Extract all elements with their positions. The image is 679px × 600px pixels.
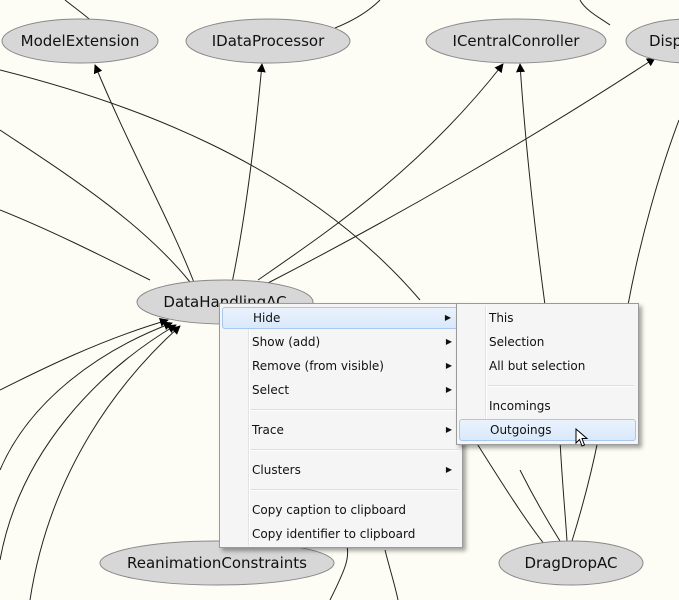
menu-item-copy-caption[interactable]: Copy caption to clipboard — [222, 499, 460, 521]
menu-item-label: Copy caption to clipboard — [252, 503, 407, 517]
edge — [384, 549, 399, 600]
menu-item-copy-identifier[interactable]: Copy identifier to clipboard — [222, 523, 460, 545]
submenu-arrow-icon: ▶ — [445, 385, 452, 394]
menu-item-select[interactable]: Select ▶ — [222, 379, 460, 401]
context-menu: Hide ▶ Show (add) ▶ Remove (from visible… — [219, 303, 463, 548]
edge — [627, 119, 679, 306]
edge — [0, 209, 151, 281]
node-label: ReanimationConstraints — [127, 554, 307, 572]
menu-item-label: Clusters — [252, 463, 301, 477]
menu-item-hide[interactable]: Hide ▶ — [222, 307, 460, 329]
submenu-arrow-icon: ▶ — [445, 425, 452, 434]
edge — [93, 64, 196, 286]
menu-item-label: Incomings — [489, 399, 551, 413]
menu-item-label: All but selection — [489, 359, 586, 373]
submenu-item-this[interactable]: This — [459, 307, 636, 329]
menu-item-label: Show (add) — [252, 335, 321, 349]
edge — [516, 63, 546, 306]
edge — [257, 63, 504, 281]
menu-item-label: Selection — [489, 335, 545, 349]
edge — [0, 69, 421, 301]
menu-item-clusters[interactable]: Clusters ▶ — [222, 459, 460, 481]
menu-item-remove-visible[interactable]: Remove (from visible) ▶ — [222, 355, 460, 377]
submenu-arrow-icon: ▶ — [444, 313, 451, 322]
hide-submenu: This Selection All but selection Incomin… — [456, 303, 639, 445]
edge — [0, 129, 191, 283]
menu-separator — [251, 449, 458, 451]
edge — [0, 317, 169, 391]
node-label: ModelExtension — [21, 32, 140, 50]
edge — [334, 0, 381, 29]
graph-node-dragdrop[interactable] — [498, 540, 644, 586]
edge — [559, 439, 568, 542]
menu-gutter — [248, 306, 250, 545]
node-label: IDataProcessor — [212, 32, 325, 50]
menu-item-label: Copy identifier to clipboard — [252, 527, 416, 541]
menu-item-label: Select — [252, 383, 290, 397]
submenu-item-all-but-selection[interactable]: All but selection — [459, 355, 636, 377]
graph-node-model-extension[interactable] — [1, 18, 159, 64]
menu-separator — [251, 489, 458, 491]
menu-separator — [251, 409, 458, 411]
mouse-cursor-icon — [575, 428, 589, 447]
edge — [0, 321, 173, 471]
graph-node-disp[interactable] — [625, 18, 679, 64]
graph-node-icentral-conroller[interactable] — [425, 18, 607, 64]
menu-item-label: Remove (from visible) — [252, 359, 384, 373]
edge — [267, 57, 656, 284]
menu-item-trace[interactable]: Trace ▶ — [222, 419, 460, 441]
edge — [0, 324, 177, 561]
submenu-arrow-icon: ▶ — [445, 465, 452, 474]
edge — [329, 539, 349, 600]
graph-node-reanimation[interactable] — [99, 540, 335, 586]
menu-item-label: Outgoings — [490, 423, 552, 437]
edge — [475, 441, 546, 546]
edge — [519, 469, 561, 542]
menu-item-show-add[interactable]: Show (add) ▶ — [222, 331, 460, 353]
submenu-arrow-icon: ▶ — [445, 361, 452, 370]
node-label: DragDropAC — [525, 554, 618, 572]
submenu-arrow-icon: ▶ — [445, 337, 452, 346]
submenu-item-selection[interactable]: Selection — [459, 331, 636, 353]
node-label: ICentralConroller — [453, 32, 581, 50]
graph-node-idata-processor[interactable] — [185, 18, 351, 64]
menu-item-label: This — [489, 311, 514, 325]
submenu-item-incomings[interactable]: Incomings — [459, 395, 636, 417]
menu-item-label: Hide — [253, 311, 281, 325]
menu-item-label: Trace — [252, 423, 284, 437]
edge — [231, 63, 266, 284]
node-label: Disp — [649, 32, 679, 50]
submenu-item-outgoings[interactable]: Outgoings — [459, 419, 636, 441]
edge — [579, 0, 611, 26]
edge — [571, 439, 599, 542]
edge — [29, 325, 181, 600]
menu-separator — [488, 385, 634, 387]
menu-gutter — [485, 306, 487, 442]
